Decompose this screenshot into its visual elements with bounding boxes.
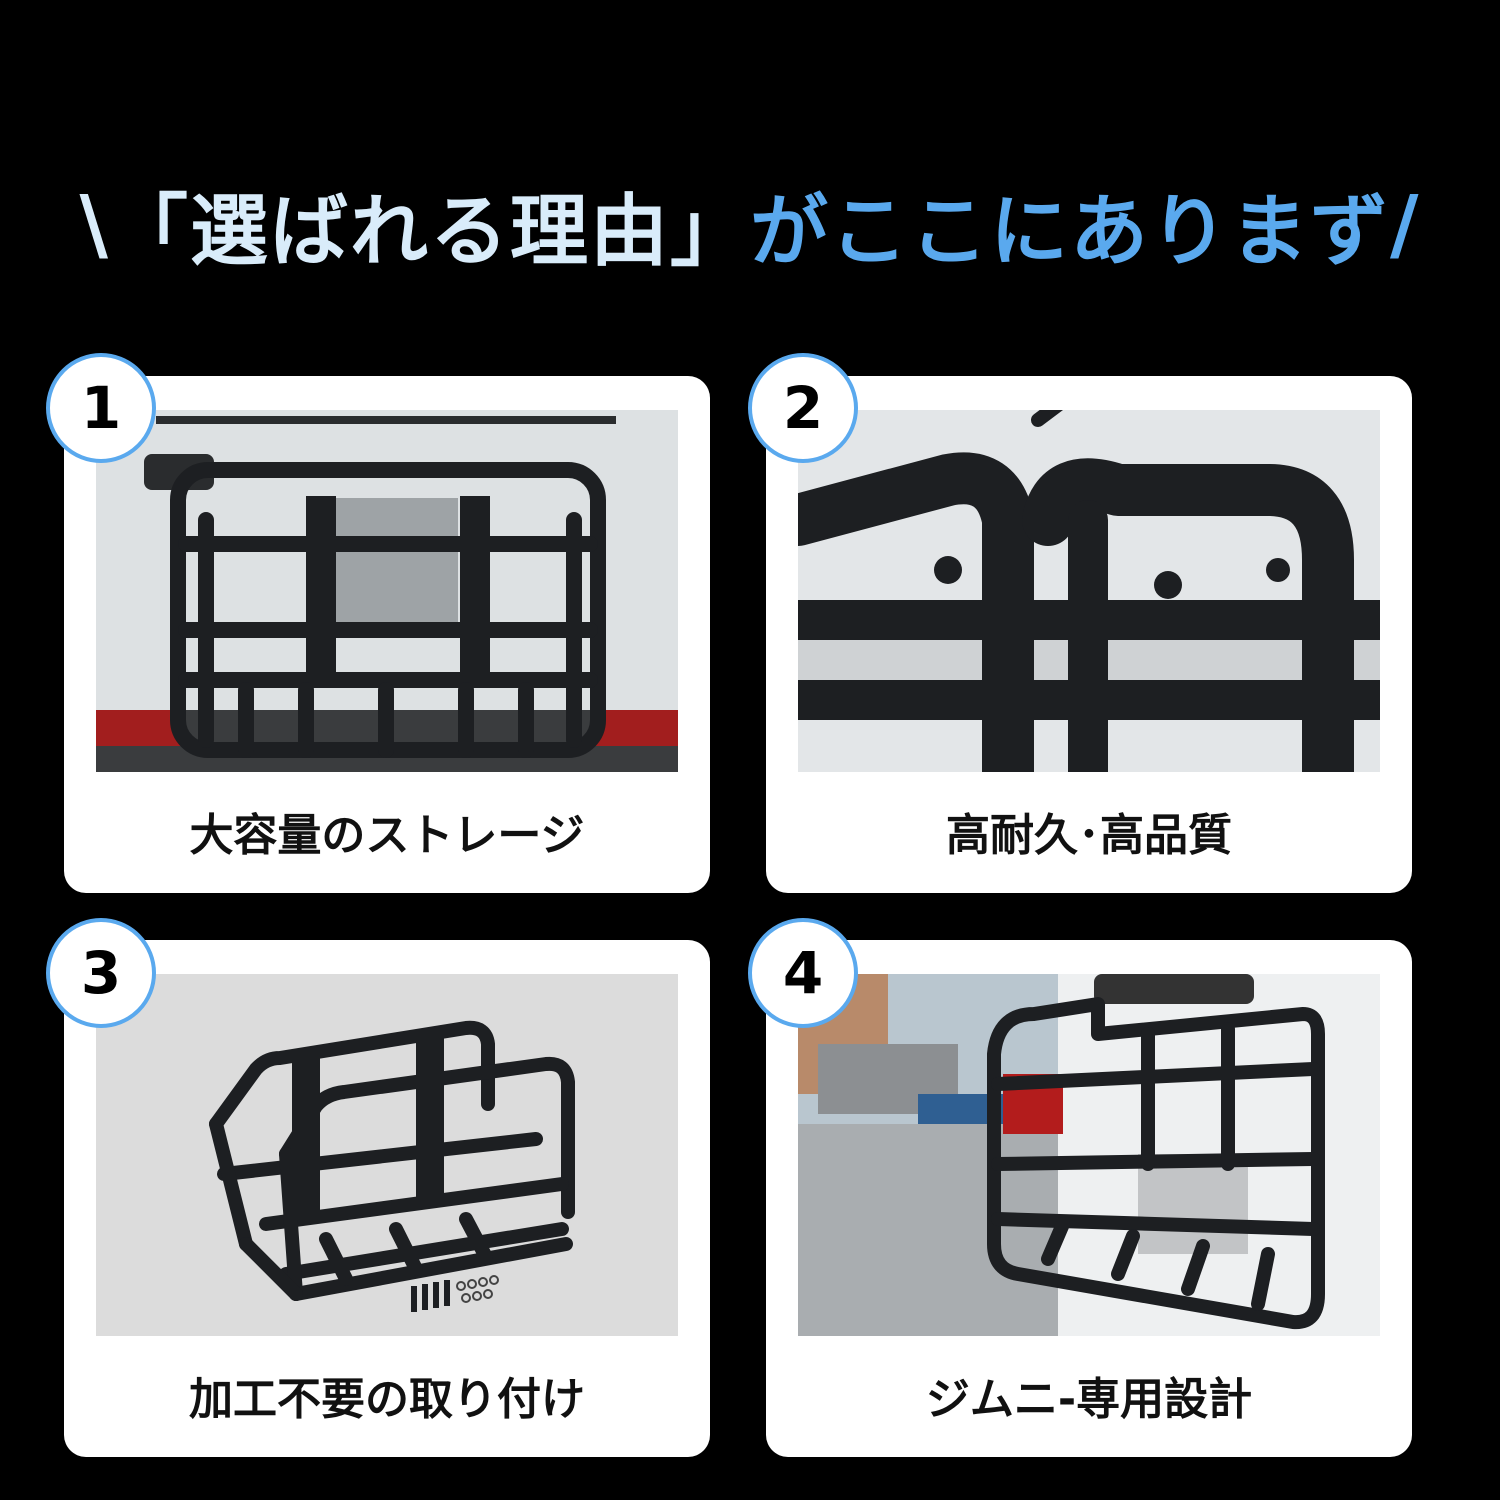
- rack-product-image: [96, 974, 678, 1336]
- feature-caption: 加工不要の取り付け: [189, 1374, 585, 1425]
- feature-photo-rack-outdoor: [798, 974, 1380, 1336]
- feature-photo-rack-on-vehicle: [96, 410, 678, 772]
- feature-number-badge-1: 1: [46, 353, 156, 463]
- feature-card-1: 大容量のストレージ: [64, 376, 710, 893]
- feature-photo-tube-closeup: [798, 410, 1380, 772]
- feature-caption: 高耐久･高品質: [946, 810, 1232, 861]
- feature-card-2: 高耐久･高品質: [766, 376, 1412, 893]
- rack-outdoor-image: [798, 974, 1380, 1336]
- feature-card-4: ジムニ-専用設計: [766, 940, 1412, 1457]
- headline-rest: がここにありまず: [750, 187, 1391, 277]
- feature-photo-rack-product: [96, 974, 678, 1336]
- headline-slash-left: \: [79, 180, 110, 270]
- feature-caption: ジムニ-専用設計: [925, 1374, 1253, 1425]
- rack-on-vehicle-image: [96, 410, 678, 772]
- headline-quoted: 「選ばれる理由」: [109, 187, 750, 277]
- feature-number-badge-4: 4: [748, 918, 858, 1028]
- headline: \ 「選ばれる理由」 がここにありまず /: [0, 170, 1500, 280]
- feature-caption: 大容量のストレージ: [189, 810, 585, 861]
- feature-number-badge-2: 2: [748, 353, 858, 463]
- tube-closeup-image: [798, 410, 1380, 772]
- feature-number-badge-3: 3: [46, 918, 156, 1028]
- headline-slash-right: /: [1390, 180, 1421, 270]
- feature-card-3: 加工不要の取り付け: [64, 940, 710, 1457]
